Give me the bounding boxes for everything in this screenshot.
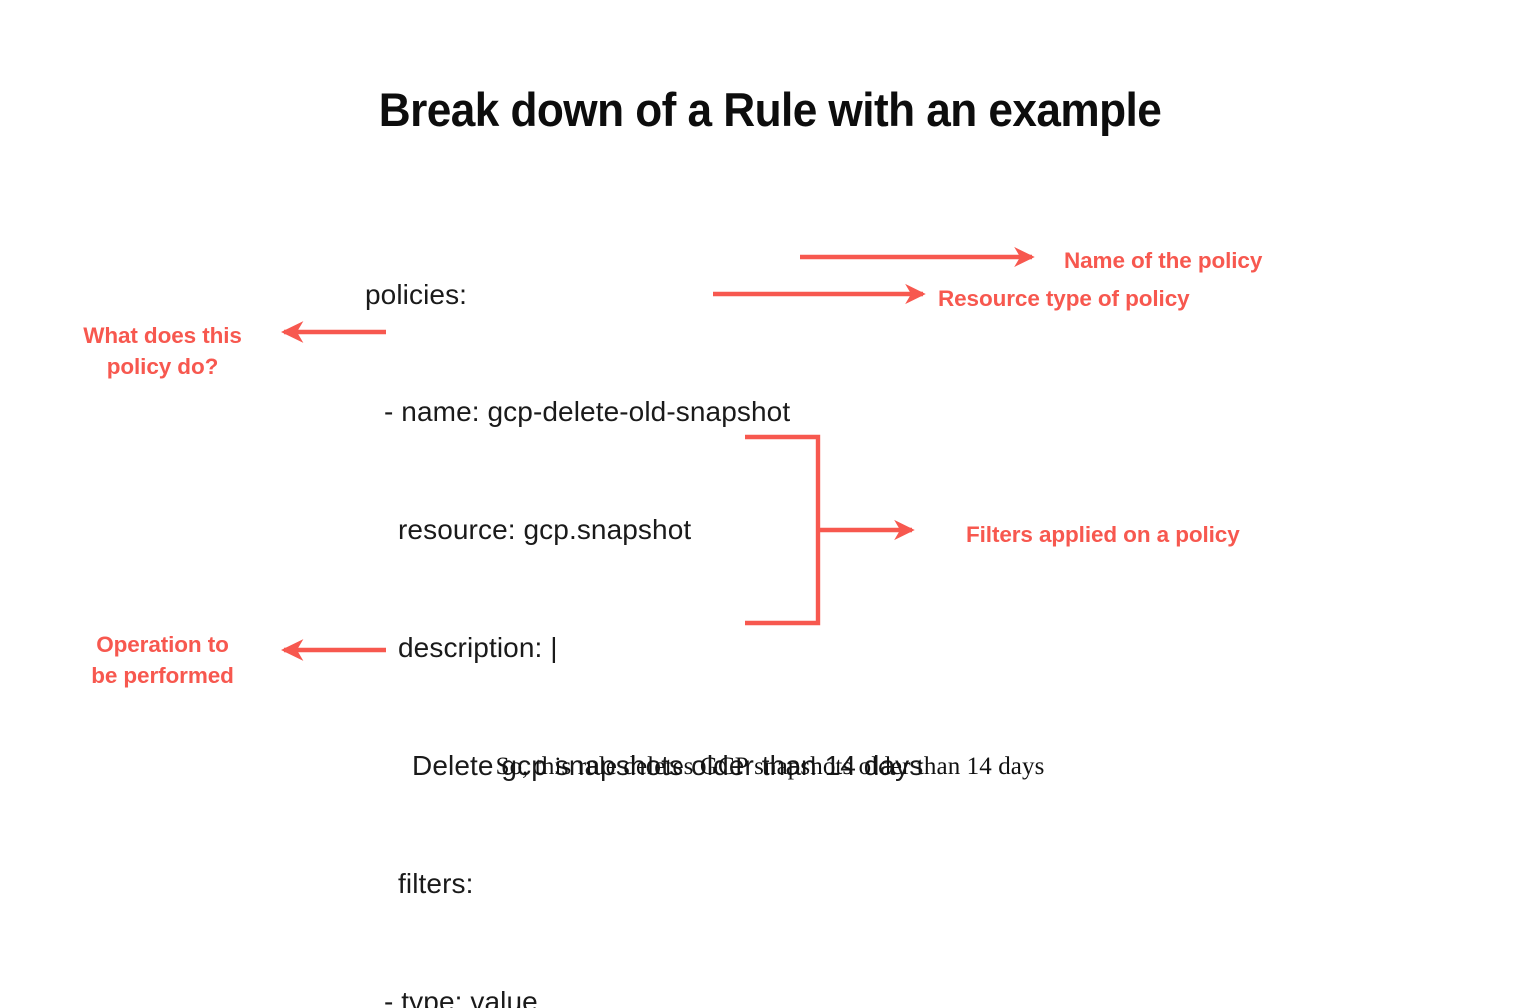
summary-caption: So, this rule deletes GCP snapshots olde… [495,753,1045,780]
yaml-line: Delete gcp snapshots older than 14 days [412,750,924,782]
annotation-name-of-the-policy: Name of the policy [1064,248,1263,273]
yaml-policy-block: policies: - name: gcp-delete-old-snapsho… [365,196,923,1008]
annotation-filters-applied-on-a-policy: Filters applied on a policy [966,522,1240,547]
annotation-operation-to-be-performed: Operation to be performed [91,632,234,688]
annotation-resource-type-of-policy: Resource type of policy [938,286,1190,311]
yaml-line: description: | [398,632,558,664]
page-title: Break down of a Rule with an example [378,83,1162,136]
yaml-line: - type: value [384,985,538,1008]
yaml-line: policies: [365,278,468,310]
yaml-line: filters: [398,868,474,900]
yaml-line: - name: gcp-delete-old-snapshot [384,396,791,428]
annotation-what-does-this-policy-do: What does this policy do? [83,323,242,379]
yaml-line: resource: gcp.snapshot [398,514,692,546]
